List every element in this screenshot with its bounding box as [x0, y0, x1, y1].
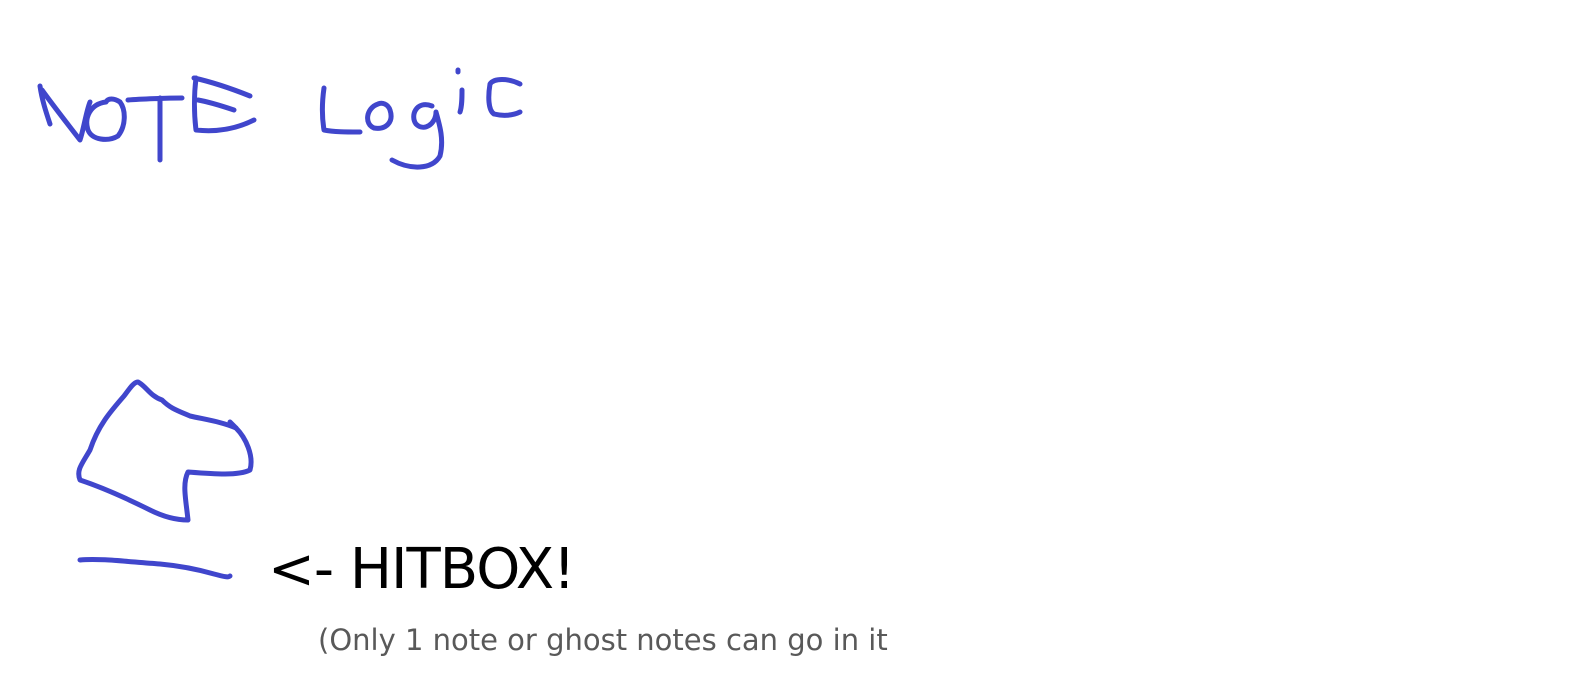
ink-letter-o — [84, 96, 127, 142]
handwritten-title — [37, 67, 523, 170]
ink-letter-n — [37, 83, 93, 143]
ink-letter-l — [320, 85, 363, 135]
arrow-shape-icon — [76, 379, 254, 523]
arrow-tip-mark-icon — [227, 419, 239, 431]
ink-letter-i — [455, 67, 465, 115]
hitbox-line-icon — [77, 556, 233, 580]
hitbox-label: <- HITBOX! — [268, 537, 576, 602]
ink-letter-o2 — [365, 100, 394, 131]
ink-letter-e — [191, 75, 257, 134]
hitbox-note-text: (Only 1 note or ghost notes can go in it — [318, 623, 888, 657]
ink-letter-c — [486, 77, 523, 118]
ink-letter-t — [125, 95, 185, 163]
ink-letter-g — [389, 102, 445, 170]
